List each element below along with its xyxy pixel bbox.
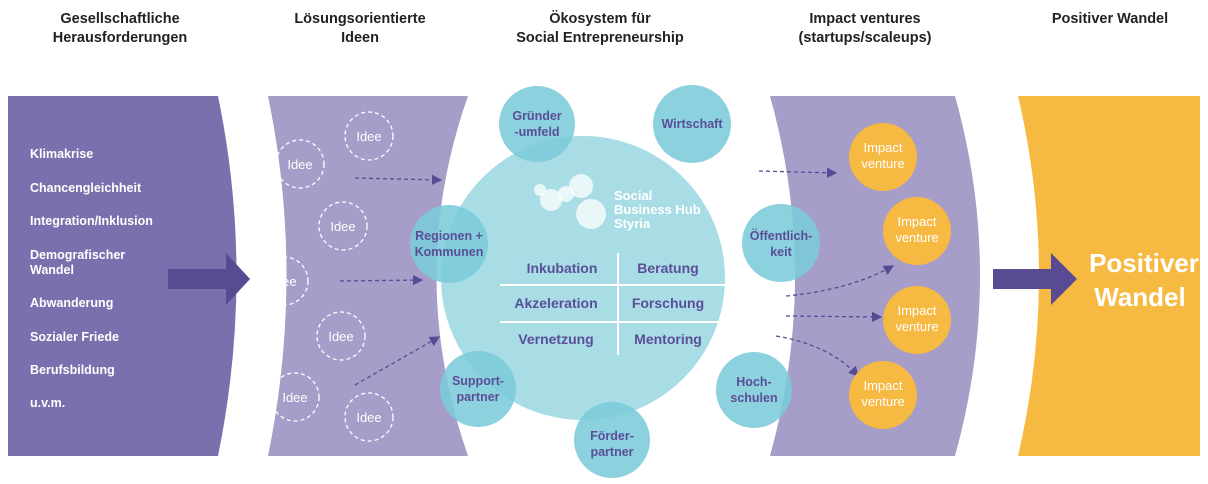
- satellite-label: Support-: [452, 374, 504, 388]
- ventures-panel: [770, 96, 980, 456]
- venture-label: Impact: [897, 214, 936, 229]
- arrow-ventures-to-change: [993, 253, 1077, 305]
- challenge-item: Sozialer Friede: [30, 330, 119, 344]
- idea-label: Idee: [328, 329, 353, 344]
- idea-circle: [270, 372, 320, 422]
- ecosystem-circle: [441, 136, 725, 420]
- satellite-label: Gründer: [512, 109, 561, 123]
- venture-label: venture: [861, 394, 904, 409]
- venture-label: Impact: [863, 378, 902, 393]
- idea-circle: [259, 256, 309, 306]
- venture-label: Impact: [863, 140, 902, 155]
- service-item: Beratung: [637, 260, 698, 276]
- header-challenges: Gesellschaftliche Herausforderungen: [52, 11, 188, 46]
- idea-circle: [344, 392, 394, 442]
- idea-label: Idee: [282, 390, 307, 405]
- satellite-label: keit: [770, 245, 792, 259]
- header-change: Positiver Wandel: [1051, 11, 1169, 27]
- change-label: Wandel: [1094, 282, 1185, 312]
- satellite-regionen: [410, 205, 488, 283]
- satellite-wirtschaft: [653, 85, 731, 163]
- satellite-label: Wirtschaft: [661, 117, 723, 131]
- challenge-item: Berufsbildung: [30, 363, 115, 377]
- challenge-item: Wandel: [30, 263, 74, 277]
- arrow-challenges-to-ideas: [168, 253, 250, 305]
- idea-circle: [316, 311, 366, 361]
- challenges-panel: [8, 96, 237, 456]
- service-item: Vernetzung: [518, 331, 593, 347]
- idea-label: Idee: [356, 410, 381, 425]
- header-ecosystem: Ökosystem für Social Entrepreneurship: [516, 11, 684, 46]
- challenge-item: u.v.m.: [30, 396, 65, 410]
- satellite-label: Förder-: [590, 429, 634, 443]
- service-item: Inkubation: [527, 260, 598, 276]
- satellite-label: Öffentlich-: [750, 228, 813, 243]
- satellite-label: schulen: [730, 391, 777, 405]
- idea-label: Idee: [330, 219, 355, 234]
- service-item: Mentoring: [634, 331, 702, 347]
- satellite-hochschulen: [716, 352, 792, 428]
- idea-circle: [318, 201, 368, 251]
- venture-label: venture: [895, 319, 938, 334]
- venture-label: venture: [861, 156, 904, 171]
- challenge-item: Demografischer: [30, 248, 125, 262]
- venture-arrow: [785, 265, 895, 297]
- satellite-support: [440, 351, 516, 427]
- venture-circle: [883, 197, 951, 265]
- satellite-label: Regionen +: [415, 229, 483, 243]
- idea-label: Idee: [271, 274, 296, 289]
- logo-text: Business Hub: [614, 202, 701, 217]
- satellite-label: Hoch-: [736, 375, 771, 389]
- satellite-foerder: [574, 402, 650, 478]
- venture-label: Impact: [897, 303, 936, 318]
- idea-label: Idee: [287, 157, 312, 172]
- change-label: Positiver: [1089, 248, 1199, 278]
- challenge-item: Integration/Inklusion: [30, 214, 153, 228]
- idea-arrow: [354, 336, 441, 386]
- venture-arrow: [758, 167, 838, 178]
- idea-circle: [275, 139, 325, 189]
- change-panel: [1018, 96, 1200, 456]
- ideas-panel: [268, 96, 468, 456]
- satellite-label: partner: [456, 390, 499, 404]
- logo-text: Social: [614, 188, 652, 203]
- venture-circle: [849, 123, 917, 191]
- satellite-label: -umfeld: [514, 125, 559, 139]
- venture-circle: [883, 286, 951, 354]
- challenge-item: Abwanderung: [30, 296, 113, 310]
- service-item: Akzeleration: [514, 295, 597, 311]
- venture-arrow: [775, 335, 859, 377]
- satellite-label: partner: [590, 445, 633, 459]
- header-ventures: Impact ventures (startups/scaleups): [798, 11, 932, 46]
- idea-arrow: [354, 174, 443, 185]
- venture-circle: [849, 361, 917, 429]
- satellite-label: Kommunen: [415, 245, 484, 259]
- service-item: Forschung: [632, 295, 704, 311]
- challenge-item: Klimakrise: [30, 147, 93, 161]
- logo-bubbles-icon: [534, 174, 606, 229]
- logo-text: Styria: [614, 216, 651, 231]
- venture-label: venture: [895, 230, 938, 245]
- header-ideas: Lösungsorientierte Ideen: [294, 11, 426, 46]
- idea-label: Idee: [356, 129, 381, 144]
- satellite-gruender: [499, 86, 575, 162]
- challenge-item: Chancengleichheit: [30, 181, 142, 195]
- venture-arrow: [785, 311, 883, 323]
- idea-circle: [344, 111, 394, 161]
- satellite-oeffentlichkeit: [742, 204, 820, 282]
